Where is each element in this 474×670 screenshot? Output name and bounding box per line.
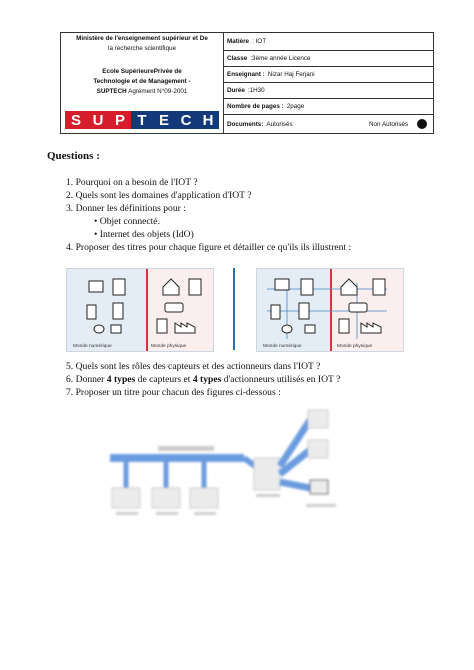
logo-letter-c: C: [175, 111, 197, 129]
logo-letter-u: U: [87, 111, 109, 129]
documents-label: Documents:: [227, 120, 264, 128]
question-6-mid: de capteurs et: [135, 374, 193, 385]
iot-figure-1-drawing: Monde numérique Monde physique: [67, 269, 213, 351]
questions-title: Questions :: [47, 150, 100, 162]
classe-label: Classe: [227, 55, 248, 62]
pages-label: Nombre de pages :: [227, 103, 284, 110]
definition-2-text: Internet des objets (IdO): [99, 229, 194, 240]
school-line-1: Ecole SupérieurePrivée de: [102, 68, 182, 75]
iot-figure-2-drawing: Monde numérique Monde physique: [257, 269, 403, 351]
enseignant-label: Enseignant :: [227, 71, 265, 78]
pages-row: Nombre de pages :2page: [223, 99, 433, 115]
logo-letter-h: H: [197, 111, 219, 129]
question-5: 5. Quels sont les rôles des capteurs et …: [66, 361, 321, 372]
fig2-label-physique: Monde physique: [337, 343, 373, 349]
classe-row: Classe:3ème année Licence: [223, 51, 433, 67]
duree-label: Durée: [227, 87, 245, 94]
enseignant-value: Nizar Haj Ferjani: [267, 71, 315, 78]
matiere-label: Matière: [227, 38, 250, 45]
suptech-logo: S U P T E C H: [65, 111, 219, 129]
header-table: Ministère de l'enseignement supérieur et…: [60, 32, 434, 134]
question-4: 4. Proposer des titres pour chaque figur…: [66, 242, 352, 253]
non-autorises-label: Non Autorisés: [369, 120, 409, 128]
iot-figure-2: Monde numérique Monde physique: [256, 268, 404, 352]
course-info: Matière: IOT Classe:3ème année Licence E…: [223, 33, 433, 133]
logo-letter-s: S: [65, 111, 87, 129]
definition-1-text: Objet connecté.: [99, 216, 160, 227]
question-6-end: d'actionneurs utilisés en IOT ?: [221, 374, 341, 385]
school-name: SUPTECH: [96, 88, 127, 95]
question-6-start: 6. Donner: [66, 374, 107, 385]
school-info: Ministère de l'enseignement supérieur et…: [61, 33, 224, 133]
school-agrement: Agrément N°09-2001: [126, 88, 188, 95]
logo-letter-p: P: [109, 111, 131, 129]
network-figure: [96, 408, 346, 536]
ministry-line-1: Ministère de l'enseignement supérieur et…: [76, 35, 208, 42]
question-7: 7. Proposer un titre pour chacun des fig…: [66, 387, 281, 398]
matiere-row: Matière: IOT: [223, 33, 433, 51]
duree-value: :1H30: [247, 87, 265, 94]
figure-separator: [233, 268, 235, 350]
network-figure-drawing: [110, 409, 336, 515]
definition-2: • Internet des objets (IdO): [94, 229, 194, 240]
iot-figure-1: Monde numérique Monde physique: [66, 268, 214, 352]
fig2-label-numerique: Monde numérique: [263, 343, 302, 349]
question-6: 6. Donner 4 types de capteurs et 4 types…: [66, 374, 340, 385]
enseignant-row: Enseignant :Nizar Haj Ferjani: [223, 67, 433, 83]
ministry-line-2: la recherche scientifique: [108, 45, 176, 52]
pages-value: 2page: [286, 103, 305, 110]
question-6-bold-2: 4 types: [192, 374, 222, 385]
school-line-3: SUPTECH Agrément N°09-2001: [61, 87, 223, 97]
question-3: 3. Donner les définitions pour :: [66, 203, 186, 214]
logo-letter-t: T: [131, 111, 153, 129]
question-6-bold-1: 4 types: [106, 374, 136, 385]
selected-radio-icon: [417, 119, 427, 129]
documents-row: Documents:Autorisés Non Autorisés: [223, 115, 433, 133]
definition-1: • Objet connecté.: [94, 216, 160, 227]
logo-letter-e: E: [153, 111, 175, 129]
fig1-label-numerique: Monde numérique: [73, 343, 112, 349]
classe-value: :3ème année Licence: [250, 55, 311, 62]
duree-row: Durée:1H30: [223, 83, 433, 99]
school-line-2: Technologie et de Management -: [93, 78, 191, 85]
matiere-value: : IOT: [252, 38, 267, 45]
fig1-label-physique: Monde physique: [151, 343, 187, 349]
documents-value: Autorisés: [266, 120, 293, 128]
question-1: 1. Pourquoi on a besoin de l'IOT ?: [66, 177, 198, 188]
question-2: 2. Quels sont les domaines d'application…: [66, 190, 252, 201]
